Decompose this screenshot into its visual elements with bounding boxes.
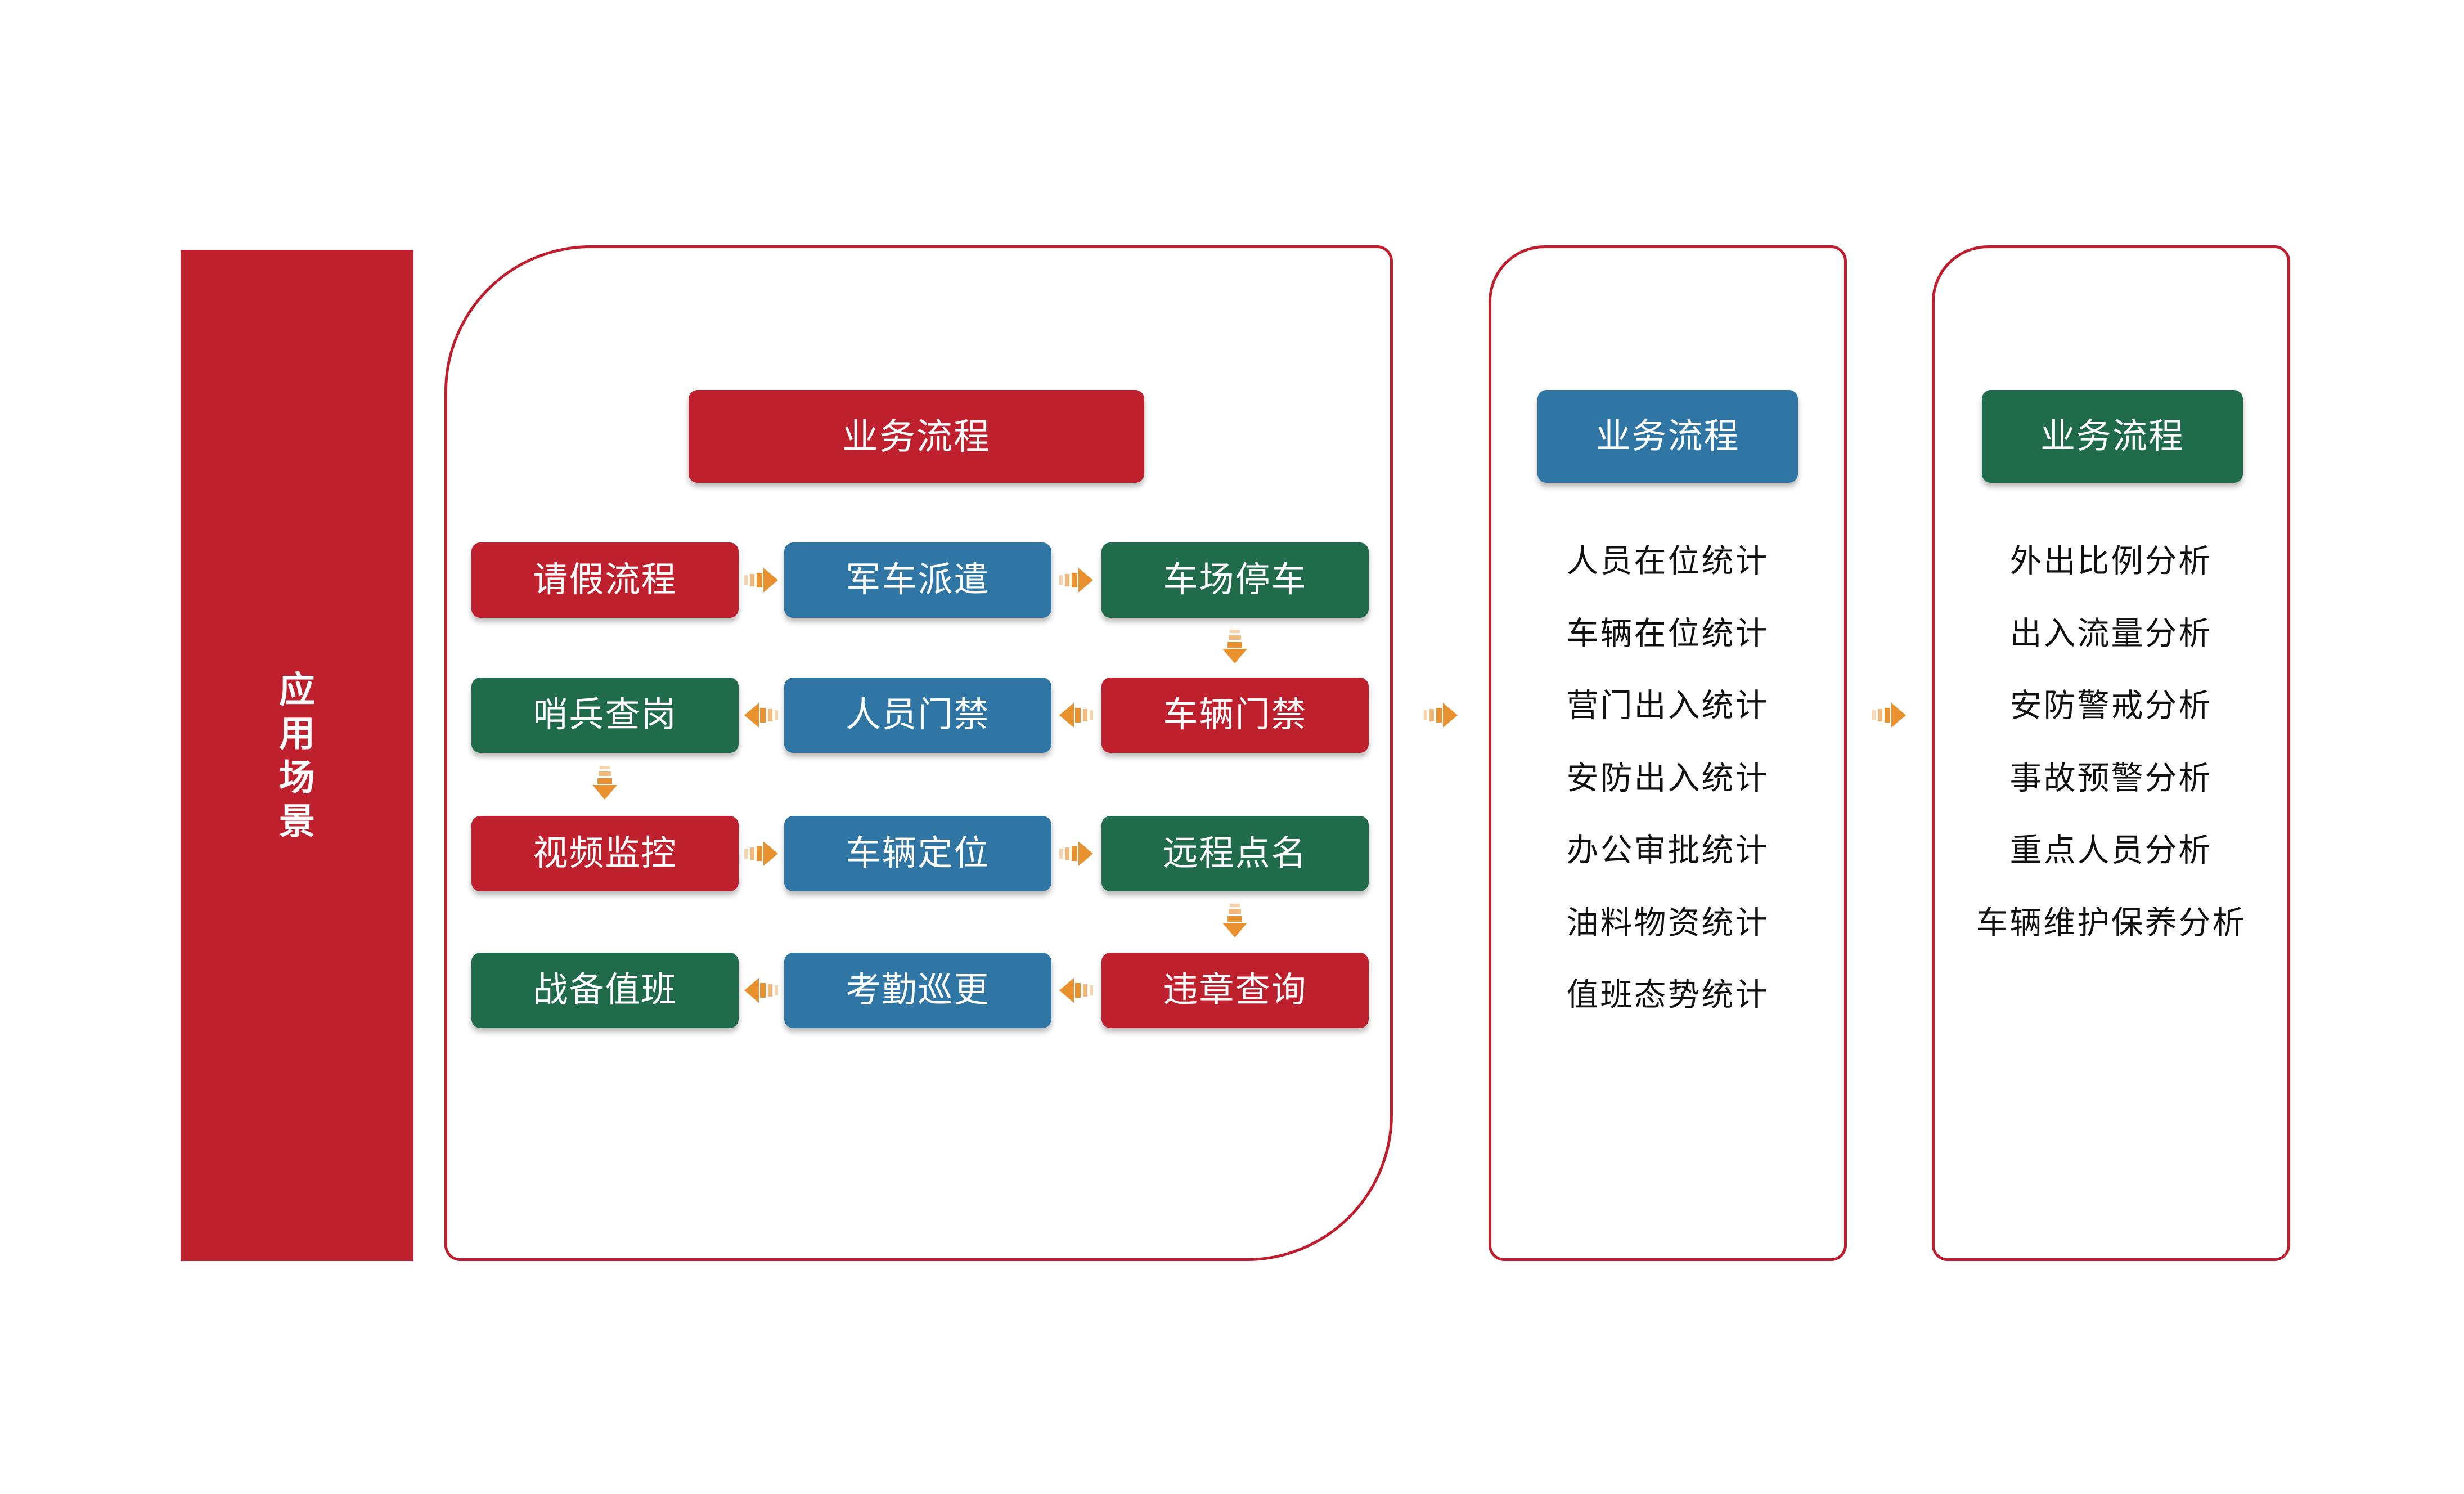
list-item: 办公审批统计 (1566, 832, 1769, 869)
list-item: 营门出入统计 (1566, 688, 1769, 724)
list-item: 事故预警分析 (2009, 760, 2213, 796)
panel2-header: 业务流程 (1537, 390, 1798, 483)
flow-box-combat-duty: 战备值班 (471, 953, 739, 1028)
arrow-right-icon (744, 841, 778, 866)
sidebar-application-scenarios: 应 用 场 景 (181, 250, 413, 1261)
list-item: 车辆维护保养分析 (1976, 904, 2246, 941)
arrow-down-icon (592, 766, 617, 800)
analysis-list: 外出比例分析 出入流量分析 安防警戒分析 事故预警分析 重点人员分析 车辆维护保… (1932, 522, 2290, 956)
arrow-left-icon (744, 703, 778, 728)
flow-box-parking: 车场停车 (1101, 542, 1369, 618)
list-item: 人员在位统计 (1566, 543, 1769, 580)
sidebar-char: 用 (279, 713, 315, 754)
flow-box-violation-query: 违章查询 (1101, 953, 1369, 1028)
flow-box-leave-process: 请假流程 (471, 542, 739, 618)
arrow-right-icon (744, 568, 778, 593)
flow-box-remote-rollcall: 远程点名 (1101, 816, 1369, 891)
arrow-left-icon (744, 978, 778, 1003)
flow-box-sentry-check: 哨兵查岗 (471, 678, 739, 753)
list-item: 安防出入统计 (1566, 760, 1769, 796)
arrow-right-icon (1059, 841, 1093, 866)
list-item: 安防警戒分析 (2009, 688, 2213, 724)
sidebar-char: 应 (279, 669, 315, 710)
list-item: 车辆在位统计 (1566, 615, 1769, 652)
arrow-down-icon (1222, 630, 1247, 663)
flow-box-vehicle-locate: 车辆定位 (784, 816, 1051, 891)
sidebar-char: 景 (279, 801, 315, 842)
sidebar-char: 场 (279, 757, 315, 798)
arrow-right-icon (1423, 703, 1459, 728)
arrow-left-icon (1059, 978, 1093, 1003)
flow-box-personnel-access: 人员门禁 (784, 678, 1051, 753)
flow-box-vehicle-dispatch: 军车派遣 (784, 542, 1051, 618)
flow-box-attendance-patrol: 考勤巡更 (784, 953, 1051, 1028)
arrow-right-icon (1059, 568, 1093, 593)
flow-box-video-monitor: 视频监控 (471, 816, 739, 891)
arrow-right-icon (1871, 703, 1907, 728)
flow-box-vehicle-access: 车辆门禁 (1101, 678, 1369, 753)
panel1-header: 业务流程 (689, 390, 1144, 483)
list-item: 出入流量分析 (2009, 615, 2213, 652)
list-item: 值班态势统计 (1566, 977, 1769, 1013)
list-item: 重点人员分析 (2009, 832, 2213, 869)
panel3-header: 业务流程 (1982, 390, 2243, 483)
arrow-down-icon (1222, 904, 1247, 937)
statistics-list: 人员在位统计 车辆在位统计 营门出入统计 安防出入统计 办公审批统计 油料物资统… (1489, 522, 1847, 1029)
list-item: 外出比例分析 (2009, 543, 2213, 580)
list-item: 油料物资统计 (1566, 904, 1769, 941)
arrow-left-icon (1059, 703, 1093, 728)
